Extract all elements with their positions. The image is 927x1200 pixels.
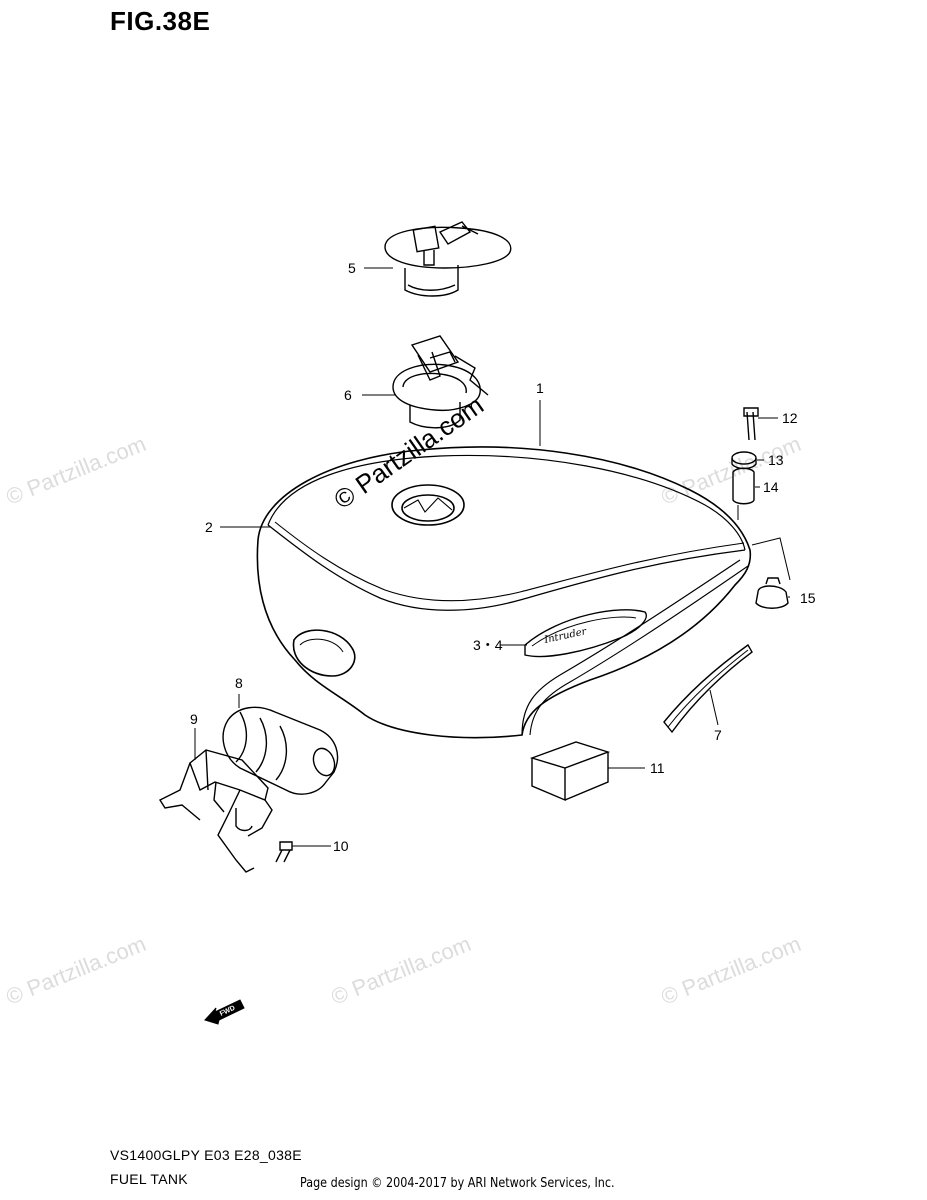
page-credit: Page design © 2004-2017 by ARI Network S… <box>300 1176 615 1191</box>
watermark-text: © Partzilla.com <box>3 431 150 510</box>
mounting-hardware <box>731 407 789 609</box>
fuel-cap-5 <box>384 221 512 297</box>
watermark-main: © Partzilla.com <box>328 390 489 515</box>
watermark-text: © Partzilla.com <box>658 931 805 1010</box>
callout-7: 7 <box>714 727 722 743</box>
callout-3-4: 3・4 <box>473 637 503 653</box>
leader-lines <box>194 267 791 847</box>
callout-10: 10 <box>333 838 349 854</box>
callout-5: 5 <box>348 260 356 276</box>
model-code: VS1400GLPY E03 E28_038E <box>110 1147 302 1163</box>
watermarks: © Partzilla.com © Partzilla.com © Partzi… <box>3 431 805 1010</box>
callout-12: 12 <box>782 410 798 426</box>
callout-15: 15 <box>800 590 816 606</box>
screw-10 <box>275 841 293 863</box>
rubber-strip-7 <box>663 643 753 734</box>
watermark-text: © Partzilla.com <box>3 931 150 1010</box>
callout-6: 6 <box>344 387 352 403</box>
watermark-text: © Partzilla.com <box>328 931 475 1010</box>
pad-11 <box>529 741 611 802</box>
callout-11: 11 <box>650 760 665 776</box>
callout-14: 14 <box>763 479 779 495</box>
figure-title: FIG.38E <box>110 6 211 36</box>
bracket-9 <box>158 749 273 873</box>
fwd-arrow-icon: FWD <box>204 999 245 1025</box>
callout-9: 9 <box>190 711 198 727</box>
bolt-12 <box>743 407 759 441</box>
fuel-cap-6 <box>392 335 489 429</box>
callout-labels: 1 2 3・4 5 6 7 8 9 10 11 12 13 14 15 <box>190 260 816 854</box>
watermark-text: © Partzilla.com <box>658 431 805 510</box>
callout-13: 13 <box>768 452 784 468</box>
fuel-tank <box>256 446 752 739</box>
section-name: FUEL TANK <box>110 1171 188 1187</box>
grommet-15 <box>755 585 789 609</box>
callout-8: 8 <box>235 675 243 691</box>
spacer-14 <box>732 467 755 505</box>
cushion-8 <box>222 706 339 795</box>
callout-1: 1 <box>536 380 544 396</box>
callout-2: 2 <box>205 519 213 535</box>
